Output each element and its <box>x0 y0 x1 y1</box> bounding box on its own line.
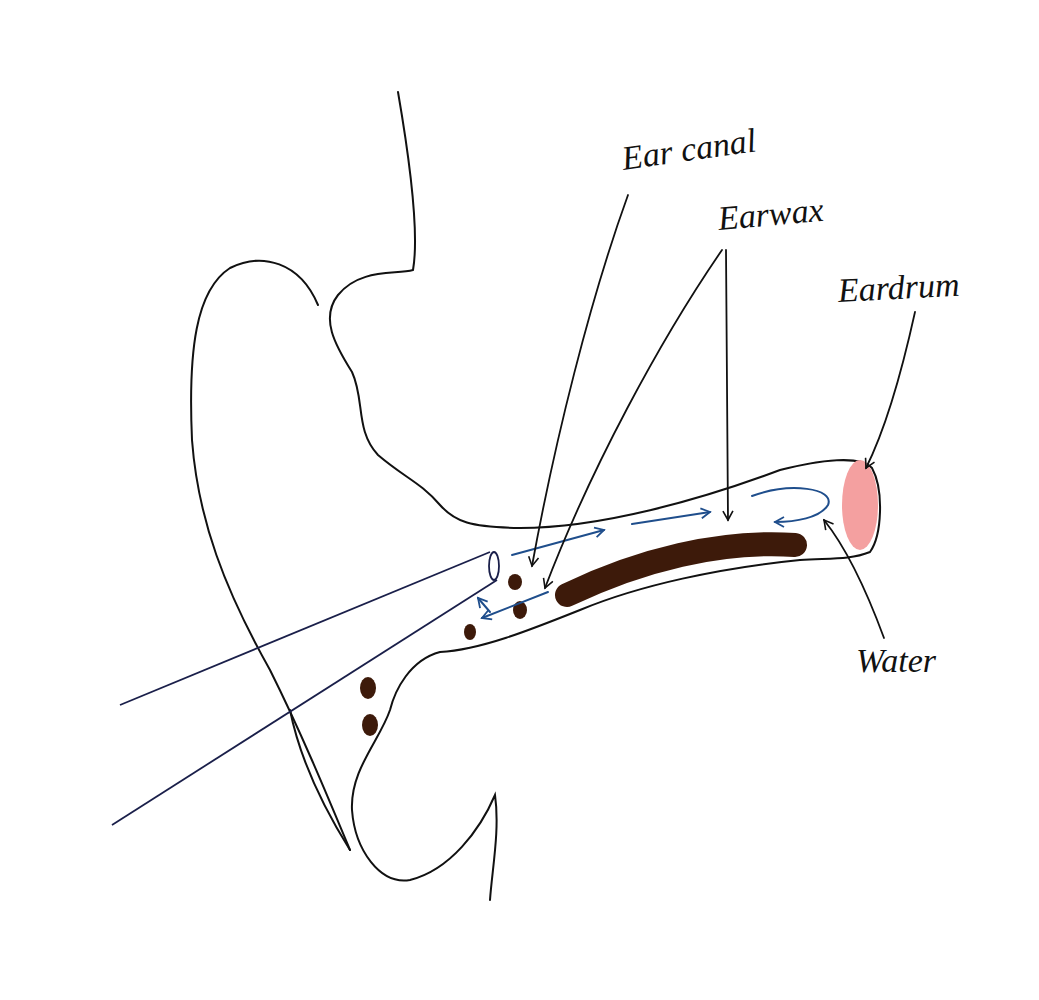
part-label: Earwax <box>716 191 825 237</box>
water-flow-arrow <box>478 488 829 618</box>
ear-outline <box>191 92 880 900</box>
part-label: Eardrum <box>837 266 960 310</box>
part-label: Ear canal <box>619 121 758 177</box>
part-label: Water <box>856 642 936 679</box>
syringe-nozzle <box>112 552 499 825</box>
eardrum-shape <box>842 460 878 550</box>
earwax-shape <box>360 544 795 736</box>
leader-line <box>532 195 915 638</box>
